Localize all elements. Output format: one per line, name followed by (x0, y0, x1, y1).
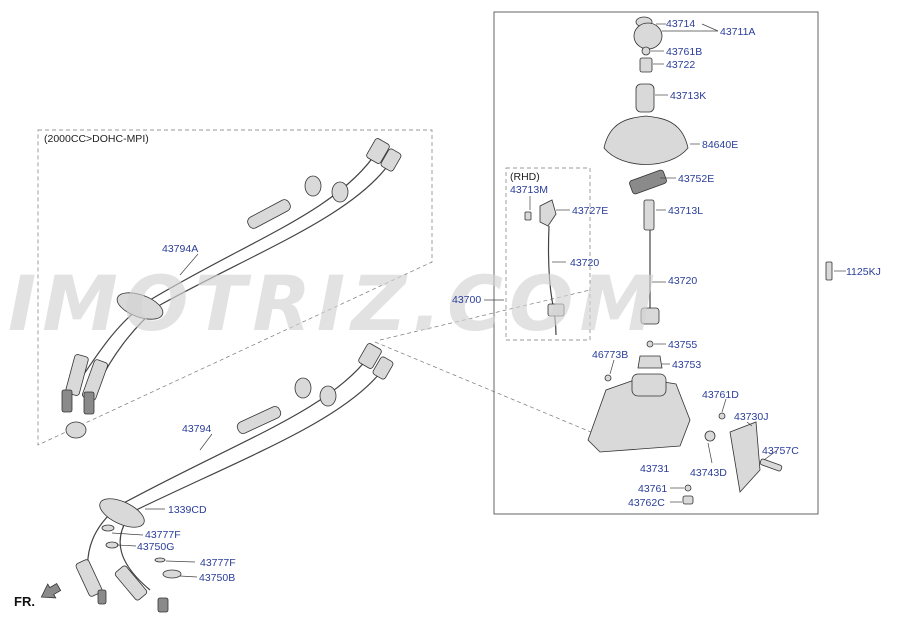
part-label-43731: 43731 (640, 463, 669, 475)
watermark-logo: IMOTRIZ.COM (8, 259, 661, 348)
part-label-43750B: 43750B (199, 572, 235, 584)
part-label-43777F-2: 43777F (200, 557, 236, 569)
part-label-43762C: 43762C (628, 497, 665, 509)
part-label-43713K: 43713K (670, 90, 706, 102)
part-label-43794A: 43794A (162, 243, 198, 255)
part-label-84640E: 84640E (702, 139, 738, 151)
part-label-43700: 43700 (452, 294, 481, 306)
assembly-link-line (374, 341, 611, 441)
part-label-43777F-1: 43777F (145, 529, 181, 541)
part-label-43711A: 43711A (720, 26, 755, 38)
part-label-1339CD: 1339CD (168, 504, 207, 516)
rhd-variant-label: (RHD) (510, 171, 540, 183)
part-label-43761B: 43761B (666, 46, 702, 58)
part-label-1125KJ: 1125KJ (846, 266, 881, 278)
front-direction-label: FR. (14, 594, 35, 609)
front-direction-arrow-icon (40, 582, 62, 599)
rhd-variant-frame (505, 167, 591, 341)
part-label-43713L: 43713L (668, 205, 703, 217)
part-label-43752E: 43752E (678, 173, 714, 185)
part-label-43757C: 43757C (762, 445, 799, 457)
engine-variant-frame (37, 129, 433, 446)
rhd-lever-group (524, 199, 565, 336)
part-label-43794: 43794 (182, 423, 211, 435)
part-label-43720-rhd: 43720 (570, 257, 599, 269)
part-label-43750G: 43750G (137, 541, 174, 553)
part-label-43761: 43761 (638, 483, 667, 495)
part-label-43755: 43755 (668, 339, 697, 351)
part-label-43722: 43722 (666, 59, 695, 71)
shift-cable-assembly-lower (75, 343, 394, 613)
part-label-43761D: 43761D (702, 389, 739, 401)
part-label-43714: 43714 (666, 18, 695, 30)
part-label-46773B: 46773B (592, 349, 628, 361)
part-label-43743D: 43743D (690, 467, 727, 479)
shift-knob-group (603, 16, 689, 165)
shift-lever-assembly-frame (493, 11, 819, 515)
part-label-43753: 43753 (672, 359, 701, 371)
engine-variant-label: (2000CC>DOHC-MPI) (44, 133, 149, 145)
part-label-43730J: 43730J (734, 411, 768, 423)
part-label-43713M: 43713M (510, 184, 548, 196)
part-label-43727E: 43727E (572, 205, 608, 217)
shift-lever-group (587, 169, 833, 505)
part-label-43720: 43720 (668, 275, 697, 287)
assembly-link-line-2 (379, 289, 591, 341)
shift-cable-assembly-upper (61, 138, 402, 439)
